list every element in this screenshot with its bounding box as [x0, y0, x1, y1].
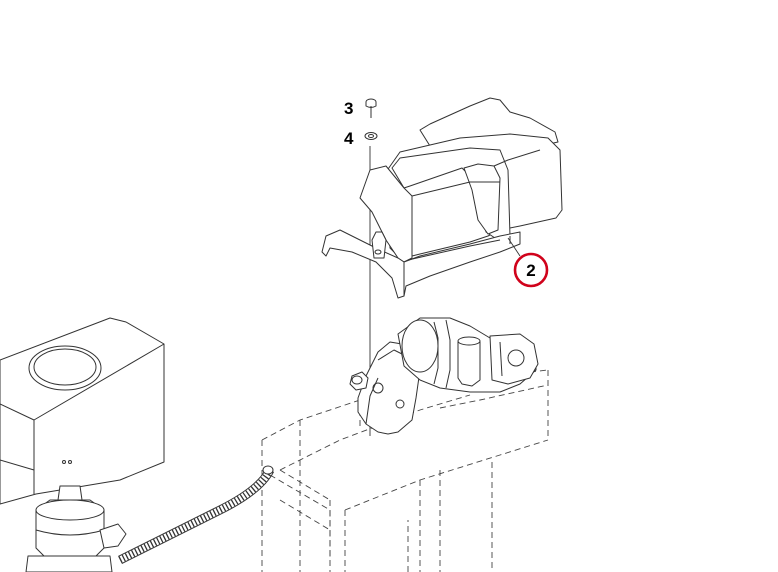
washer-part-4: [364, 132, 378, 140]
coiled-hose: [117, 465, 275, 565]
hidden-frame-structure: [261, 369, 549, 572]
cover-part-2: [321, 97, 563, 299]
reservoir-tank: [0, 317, 165, 505]
air-spring: [25, 485, 127, 572]
highlight-circle-2: [513, 252, 549, 288]
callout-label-2: 2: [526, 261, 535, 280]
callout-leader-2: [507, 237, 521, 257]
callout-label-3: 3: [344, 99, 353, 118]
bolt-part-3: [365, 98, 377, 118]
motor-pump-assembly: [349, 317, 539, 435]
callout-label-4: 4: [344, 129, 354, 148]
